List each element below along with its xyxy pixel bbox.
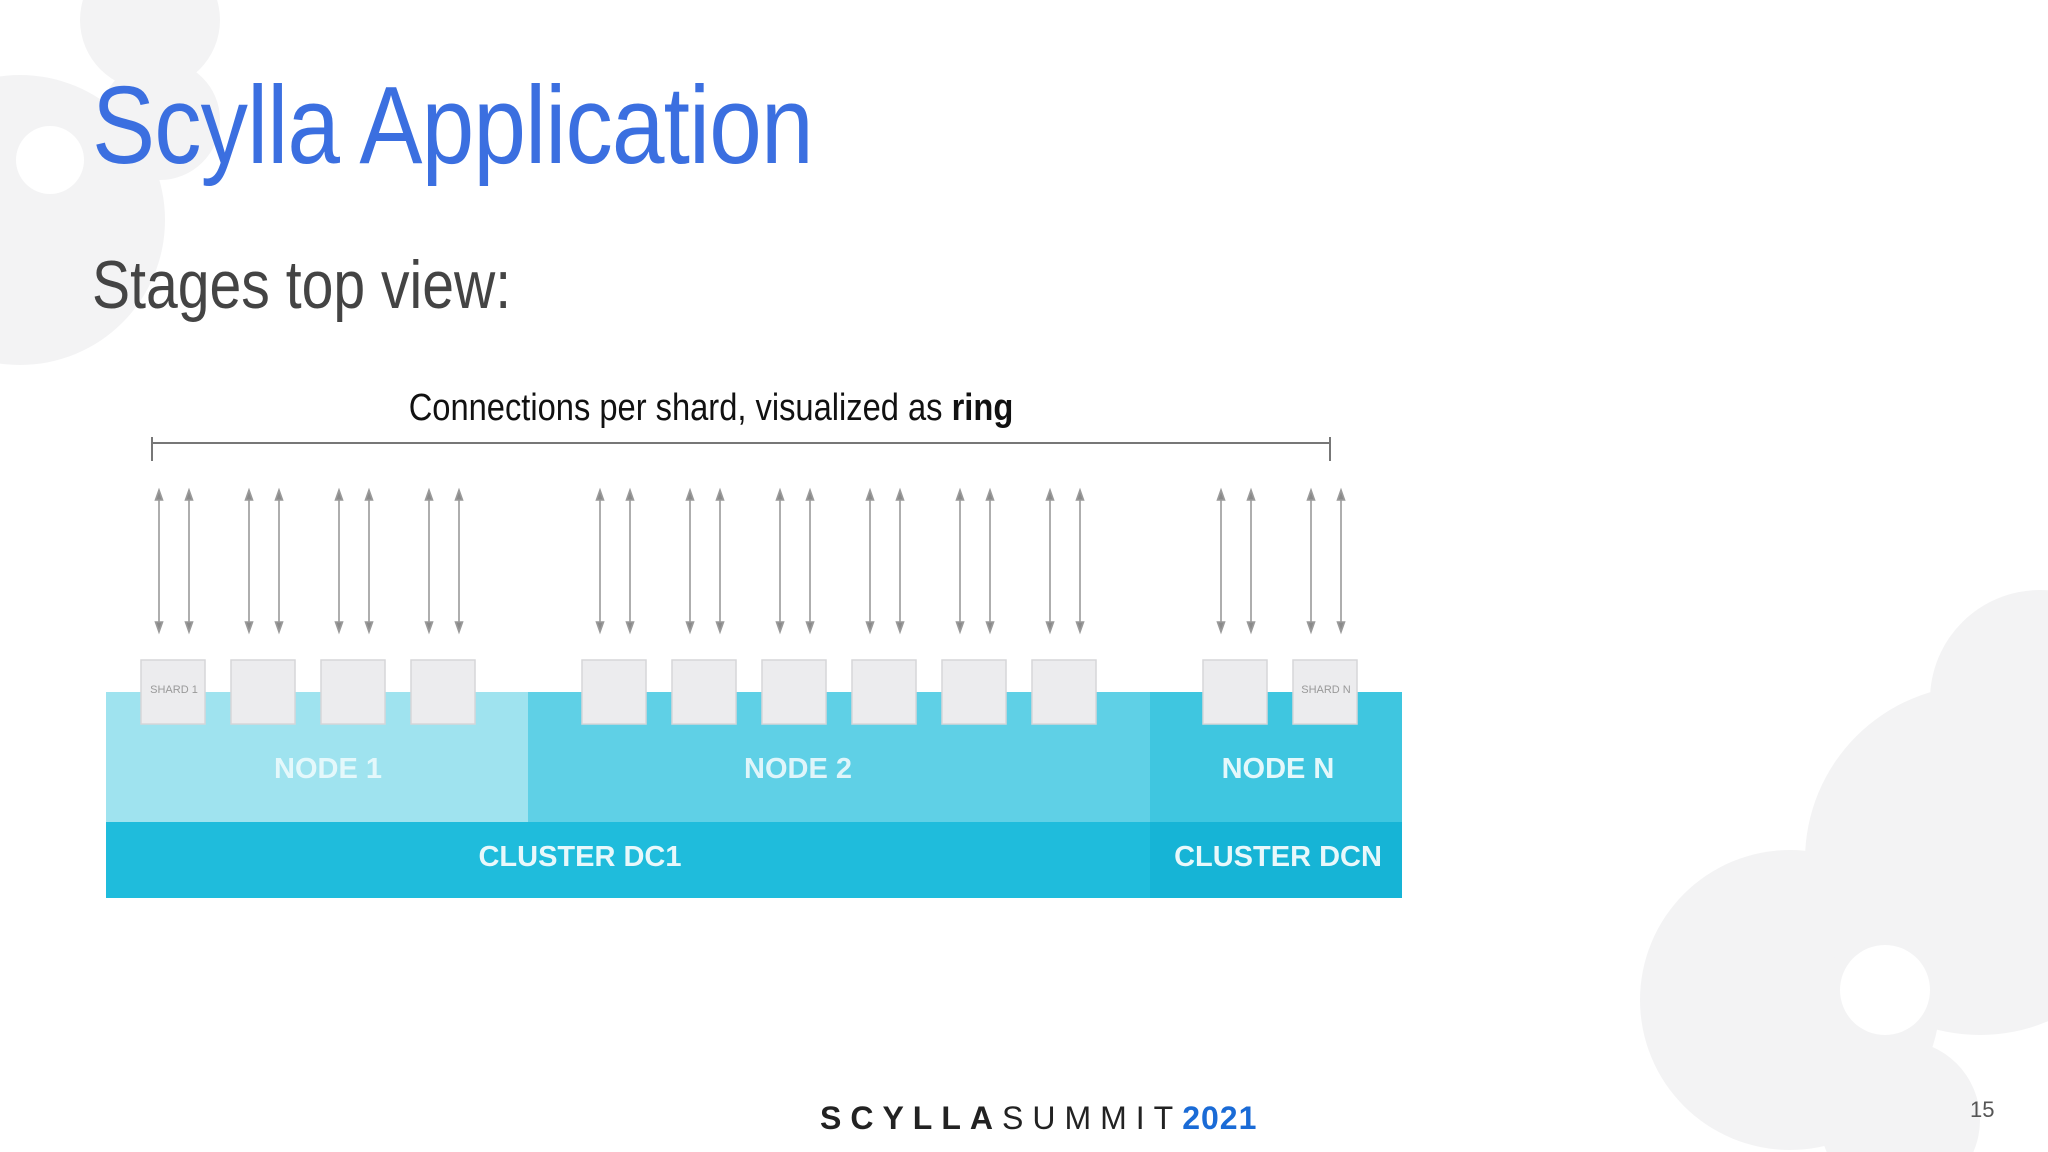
arrow-head-up	[1216, 487, 1226, 501]
arrow-head-up	[1075, 487, 1085, 501]
connection-arrows	[154, 487, 1346, 635]
shard-box	[671, 659, 737, 725]
cluster-dcn-band	[1150, 822, 1402, 898]
arrow-head-down	[595, 621, 605, 635]
arrow-head-down	[985, 621, 995, 635]
arrow-head-down	[244, 621, 254, 635]
cluster-dc1-band	[106, 822, 1150, 898]
shard-ring-diagram: Connections per shard, visualized as rin…	[106, 386, 1402, 898]
arrow-head-up	[1045, 487, 1055, 501]
arrow-head-down	[625, 621, 635, 635]
arrow-head-up	[985, 487, 995, 501]
arrow-head-down	[1075, 621, 1085, 635]
shard-box	[581, 659, 647, 725]
node-n-label: NODE N	[1222, 753, 1335, 785]
cluster-dc1-label: CLUSTER DC1	[478, 841, 681, 873]
arrow-head-down	[364, 621, 374, 635]
arrow-head-down	[1336, 621, 1346, 635]
arrow-head-down	[775, 621, 785, 635]
arrow-head-down	[895, 621, 905, 635]
logo-scylla: SCYLLA	[820, 1100, 1002, 1136]
arrow-head-up	[775, 487, 785, 501]
shard-last-label: SHARD N	[1301, 684, 1351, 696]
arrow-head-down	[865, 621, 875, 635]
arrow-head-up	[1246, 487, 1256, 501]
arrow-head-up	[805, 487, 815, 501]
arrow-head-down	[424, 621, 434, 635]
node-2-label: NODE 2	[744, 753, 852, 785]
shard-box	[941, 659, 1007, 725]
arrow-head-up	[715, 487, 725, 501]
arrow-head-up	[274, 487, 284, 501]
arrow-head-up	[895, 487, 905, 501]
shard-box	[230, 659, 296, 725]
node-1-label: NODE 1	[274, 753, 382, 785]
arrow-head-up	[955, 487, 965, 501]
arrow-head-down	[955, 621, 965, 635]
arrow-head-down	[454, 621, 464, 635]
arrow-head-up	[1306, 487, 1316, 501]
arrow-head-down	[1246, 621, 1256, 635]
slide-title: Scylla Application	[92, 64, 814, 187]
shard-box	[761, 659, 827, 725]
arrow-head-up	[184, 487, 194, 501]
shard-first-label: SHARD 1	[150, 684, 198, 696]
arrow-head-down	[1306, 621, 1316, 635]
shard-group	[140, 659, 1358, 725]
shard-box	[1292, 659, 1358, 725]
arrow-head-up	[595, 487, 605, 501]
arrow-head-down	[154, 621, 164, 635]
ring-span-line	[151, 437, 1331, 461]
shard-box	[1031, 659, 1097, 725]
shard-box	[410, 659, 476, 725]
arrow-head-up	[154, 487, 164, 501]
shard-box	[140, 659, 206, 725]
arrow-head-down	[715, 621, 725, 635]
shard-box	[320, 659, 386, 725]
shard-box	[1202, 659, 1268, 725]
arrow-head-up	[1336, 487, 1346, 501]
page-number: 15	[1970, 1097, 1995, 1122]
caption-prefix: Connections per shard, visualized as	[409, 386, 952, 429]
arrow-head-up	[685, 487, 695, 501]
arrow-head-down	[274, 621, 284, 635]
arrow-head-up	[454, 487, 464, 501]
arrow-head-up	[865, 487, 875, 501]
arrow-head-up	[625, 487, 635, 501]
arrow-head-up	[424, 487, 434, 501]
arrow-head-down	[1045, 621, 1055, 635]
logo-summit: SUMMIT	[1002, 1100, 1183, 1136]
scylla-summit-logo: SCYLLASUMMIT2021	[820, 1100, 1257, 1137]
arrow-head-down	[685, 621, 695, 635]
node-n-band	[1150, 692, 1402, 822]
cluster-dcn-label: CLUSTER DCN	[1174, 841, 1382, 873]
arrow-head-up	[244, 487, 254, 501]
slide-subtitle: Stages top view:	[92, 247, 512, 323]
arrow-head-up	[364, 487, 374, 501]
logo-year: 2021	[1182, 1100, 1258, 1136]
caption-bold: ring	[952, 386, 1014, 429]
arrow-head-down	[334, 621, 344, 635]
diagram-caption: Connections per shard, visualized as rin…	[409, 386, 1014, 429]
shard-box	[851, 659, 917, 725]
arrow-head-down	[805, 621, 815, 635]
arrow-head-down	[184, 621, 194, 635]
arrow-head-down	[1216, 621, 1226, 635]
arrow-head-up	[334, 487, 344, 501]
